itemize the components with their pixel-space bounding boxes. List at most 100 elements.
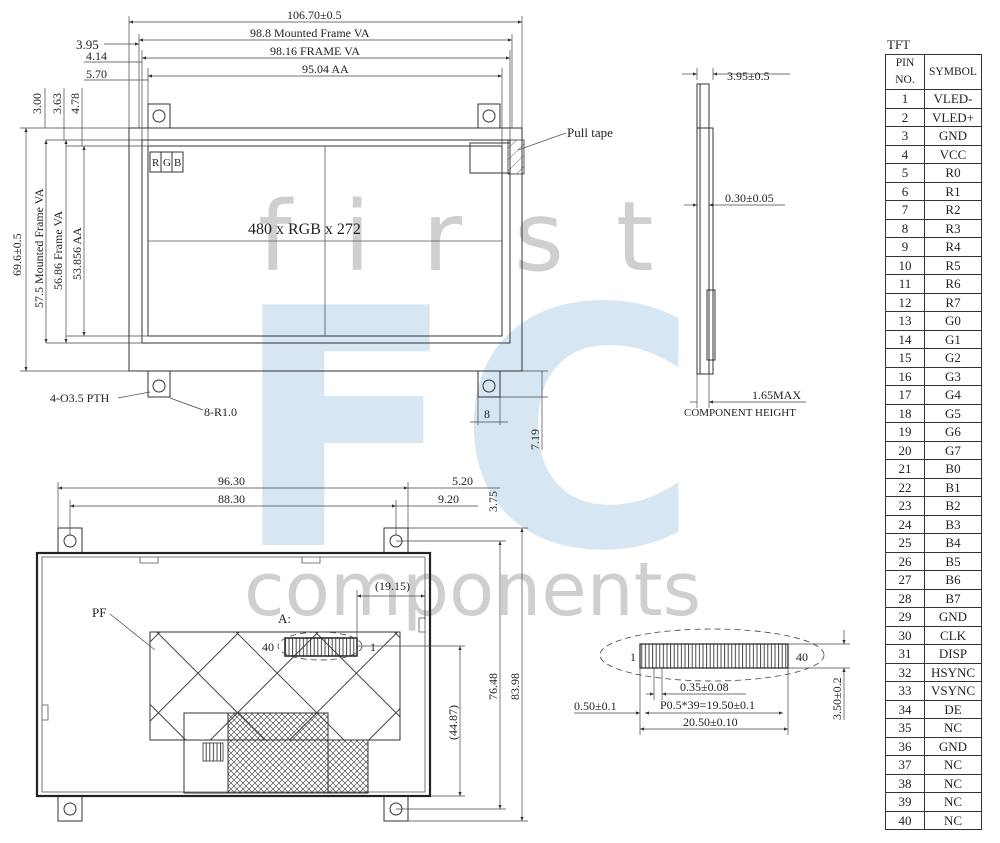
dim-8398: 83.98	[508, 673, 522, 700]
header-symbol: SYMBOL	[924, 54, 982, 90]
dim-719: 7.19	[528, 429, 542, 450]
dim-9630: 96.30	[218, 474, 245, 488]
detail-pin1: 1	[630, 650, 636, 664]
dim-v-300: 3.00	[30, 93, 44, 114]
pin-symbol: B2	[924, 496, 982, 516]
pin-symbol: NC	[924, 810, 982, 830]
pin-symbol: GND	[924, 126, 982, 146]
pin-number: 28	[885, 588, 925, 608]
dim-aa: 95.04 AA	[302, 62, 349, 76]
pin-symbol: VCC	[924, 144, 982, 164]
dim-1915: (19.15)	[375, 579, 410, 593]
pin-symbol: NC	[924, 718, 982, 738]
dim-8830: 88.30	[218, 492, 245, 506]
pf-label: PF	[92, 605, 106, 620]
watermark-brand-top: first	[258, 181, 706, 293]
back-pin1: 1	[370, 640, 376, 654]
pin-symbol: R3	[924, 218, 982, 238]
back-pin40: 40	[262, 640, 274, 654]
pin-number: 32	[885, 662, 925, 682]
rgb-letter-g: G	[163, 157, 171, 169]
dim-offset-414: 4.14	[86, 49, 107, 63]
dim-8: 8	[484, 407, 490, 421]
pin-symbol: R7	[924, 292, 982, 312]
pin-number: 38	[885, 773, 925, 793]
pin-number: 6	[885, 181, 925, 201]
pin-symbol: VLED-	[924, 89, 982, 109]
pin-number: 14	[885, 329, 925, 349]
dim-v-363: 3.63	[50, 93, 64, 114]
pin-symbol: GND	[924, 607, 982, 627]
dim-overall-height: 69.6±0.5	[10, 233, 24, 276]
hole-label: 4-O3.5 PTH	[50, 391, 110, 405]
pin-number: 11	[885, 274, 925, 294]
resolution-label: 480 x RGB x 272	[248, 221, 361, 238]
pin-number: 36	[885, 736, 925, 756]
pin-symbol: GND	[924, 736, 982, 756]
pin-table-title: TFT	[887, 37, 911, 52]
dim-4487: (44.87)	[446, 705, 460, 740]
pin-symbol: DISP	[924, 644, 982, 664]
pin-symbol: G6	[924, 422, 982, 442]
header-pin-no: PIN NO.	[885, 54, 925, 90]
pin-number: 21	[885, 459, 925, 479]
watermark-brand-bottom: components	[244, 547, 701, 633]
pin-number: 4	[885, 144, 925, 164]
pin-symbol: R5	[924, 255, 982, 275]
dim-offset-570: 5.70	[86, 67, 107, 81]
pin-number: 35	[885, 718, 925, 738]
pin-number: 18	[885, 403, 925, 423]
pin-number: 25	[885, 533, 925, 553]
dim-aa-height: 53.856 AA	[70, 227, 84, 280]
mount-hole-bottom-left	[152, 379, 166, 393]
dim-total: 20.50±0.10	[683, 715, 738, 729]
pin-symbol: B7	[924, 588, 982, 608]
dim-v-478: 4.78	[68, 93, 82, 114]
pin-symbol: CLK	[924, 625, 982, 645]
pin-number: 37	[885, 755, 925, 775]
component-height-label: COMPONENT HEIGHT	[684, 407, 796, 419]
pull-tape-label: Pull tape	[567, 125, 613, 140]
a-label: A:	[278, 611, 291, 626]
pin-symbol: NC	[924, 773, 982, 793]
front-view: Pull tape R G B 480 x RGB x 272 106.70±0…	[10, 8, 613, 450]
pin-number: 23	[885, 496, 925, 516]
pin-symbol: B5	[924, 551, 982, 571]
pin-number: 19	[885, 422, 925, 442]
pin-number: 20	[885, 440, 925, 460]
rgb-letter-r: R	[152, 157, 160, 169]
dim-height-350: 3.50±0.2	[830, 677, 844, 720]
pin-symbol: G2	[924, 348, 982, 368]
pin-number: 39	[885, 792, 925, 812]
watermark: first FC components	[232, 181, 706, 633]
pin-number: 3	[885, 126, 925, 146]
dim-pin-width: 0.35±0.08	[680, 680, 729, 694]
pin-symbol: DE	[924, 699, 982, 719]
pin-symbol: G4	[924, 385, 982, 405]
pin-symbol: R6	[924, 274, 982, 294]
pin-number: 29	[885, 607, 925, 627]
dim-mounted-frame-height: 57.5 Mounted Frame VA	[32, 188, 46, 308]
